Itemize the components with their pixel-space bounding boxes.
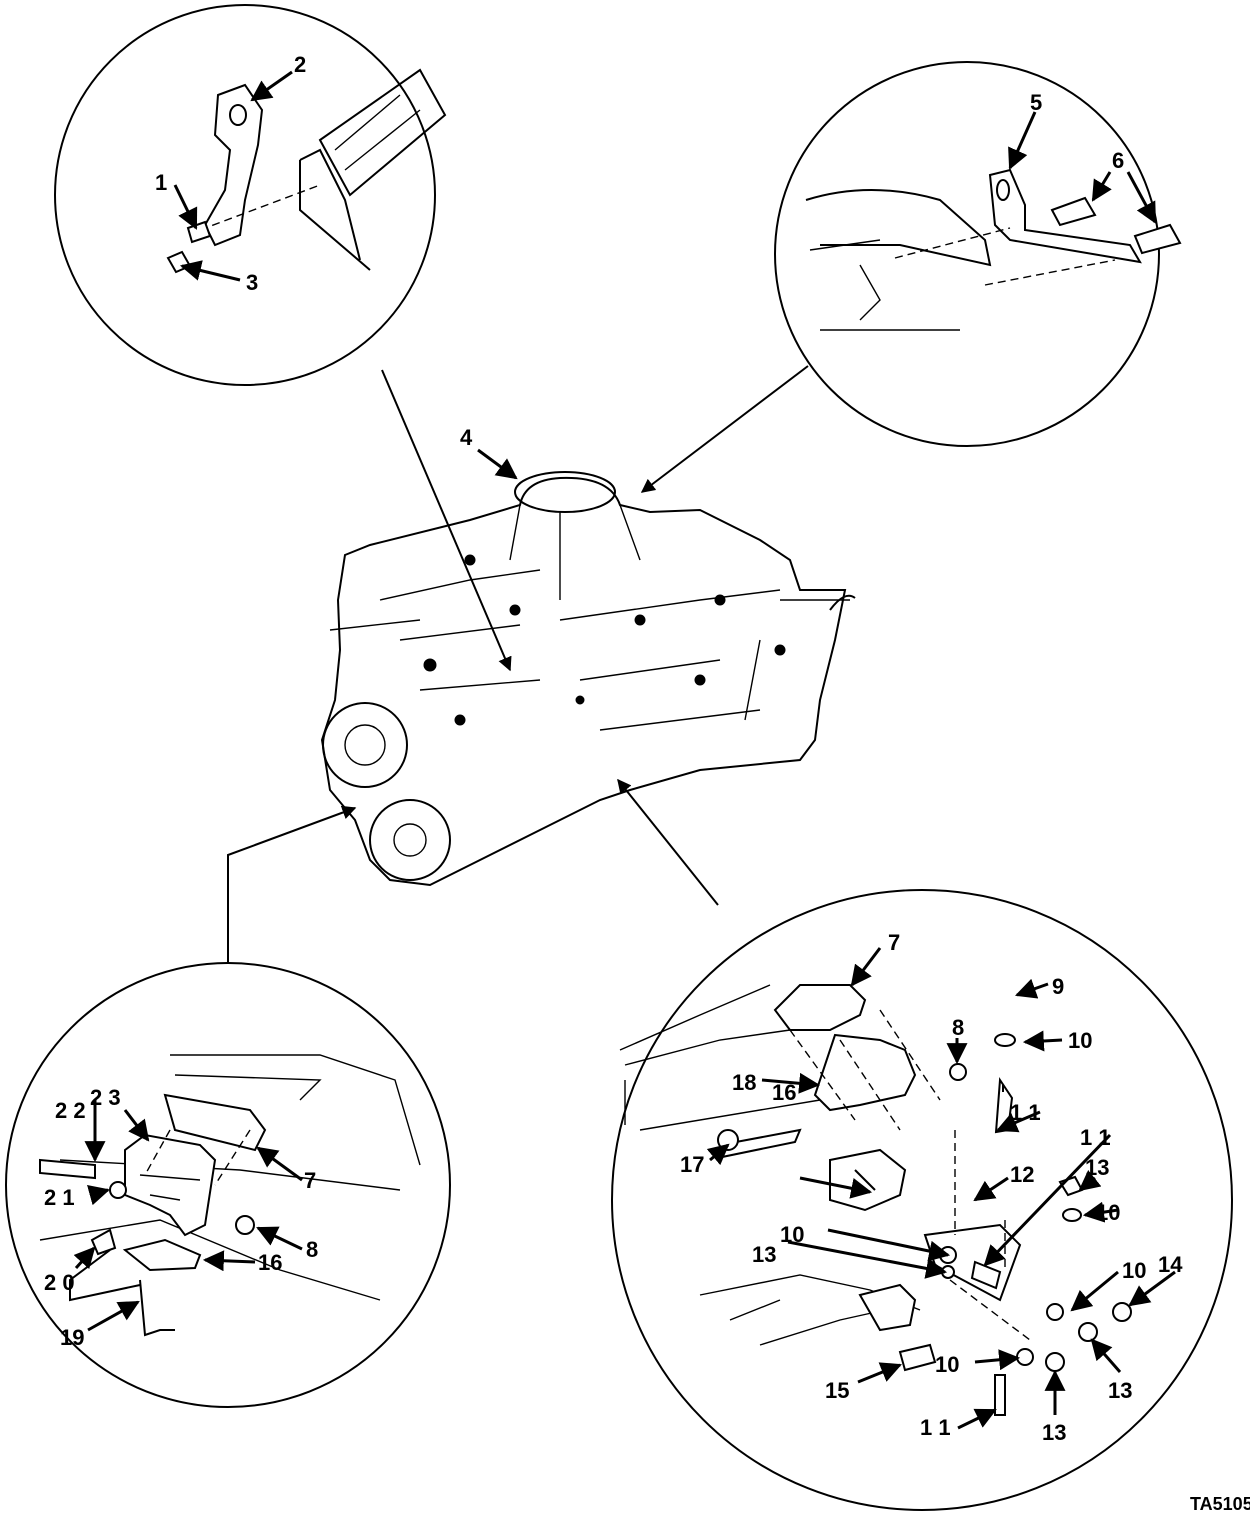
callout-11-a: 1 1: [1010, 1100, 1041, 1125]
callout-3: 3: [246, 270, 258, 295]
detail-rear-bracket-circle: [640, 61, 1182, 493]
callout-20: 2 0: [44, 1270, 75, 1295]
engine-mount-icon: [124, 1093, 267, 1237]
callout-11-b: 1 1: [1080, 1125, 1111, 1150]
detail-right-mount-circle: [611, 778, 1233, 1511]
callout-16-left: 16: [258, 1250, 282, 1275]
callout-18: 18: [732, 1070, 756, 1095]
callout-21: 2 1: [44, 1185, 75, 1210]
callout-11-c: 1 1: [920, 1415, 951, 1440]
callout-16-right: 16: [772, 1080, 796, 1105]
callout-7-right: 7: [888, 930, 900, 955]
bracket-icon: [203, 83, 264, 247]
callout-1: 1: [155, 170, 167, 195]
callout-10-d: 10: [780, 1222, 804, 1247]
callout-15: 15: [825, 1378, 849, 1403]
callout-9: 9: [1052, 974, 1064, 999]
callout-10-a: 10: [1068, 1028, 1092, 1053]
nut-icon: [166, 250, 192, 274]
callout-labels: 1 2 3 4 5 6 7 7 8 8 9 10 10 10 10 10 1 1…: [44, 52, 1250, 1514]
callout-6: 6: [1112, 148, 1124, 173]
callout-13-d: 13: [1042, 1420, 1066, 1445]
callout-22: 2 2: [55, 1098, 86, 1123]
callout-8-right: 8: [952, 1015, 964, 1040]
bolt-icon: [186, 220, 212, 244]
callout-4: 4: [460, 425, 473, 450]
callout-14: 14: [1158, 1252, 1183, 1277]
figure-reference: TA5105: [1190, 1494, 1250, 1514]
engine-assembly: [320, 471, 856, 887]
callout-8-left: 8: [306, 1237, 318, 1262]
callout-7-left: 7: [304, 1168, 316, 1193]
detail-left-mount-circle: [5, 805, 451, 1408]
engine-mount-icon: [773, 984, 917, 1112]
callout-19: 19: [60, 1325, 84, 1350]
callout-2: 2: [294, 52, 306, 77]
callout-10-c: 10: [1122, 1258, 1146, 1283]
callout-5: 5: [1030, 90, 1042, 115]
callout-arrows: [73, 70, 1176, 1430]
callout-17: 17: [680, 1152, 704, 1177]
callout-10-e: 10: [935, 1352, 959, 1377]
detail-front-bracket-circle: [54, 4, 512, 672]
callout-13-c: 13: [1108, 1378, 1132, 1403]
callout-13-b: 13: [752, 1242, 776, 1267]
callout-12: 12: [1010, 1162, 1034, 1187]
callout-10-b: 10: [1096, 1200, 1120, 1225]
callout-13-a: 13: [1085, 1155, 1109, 1180]
bolt-icon: [1050, 196, 1182, 255]
callout-23: 2 3: [90, 1085, 121, 1110]
